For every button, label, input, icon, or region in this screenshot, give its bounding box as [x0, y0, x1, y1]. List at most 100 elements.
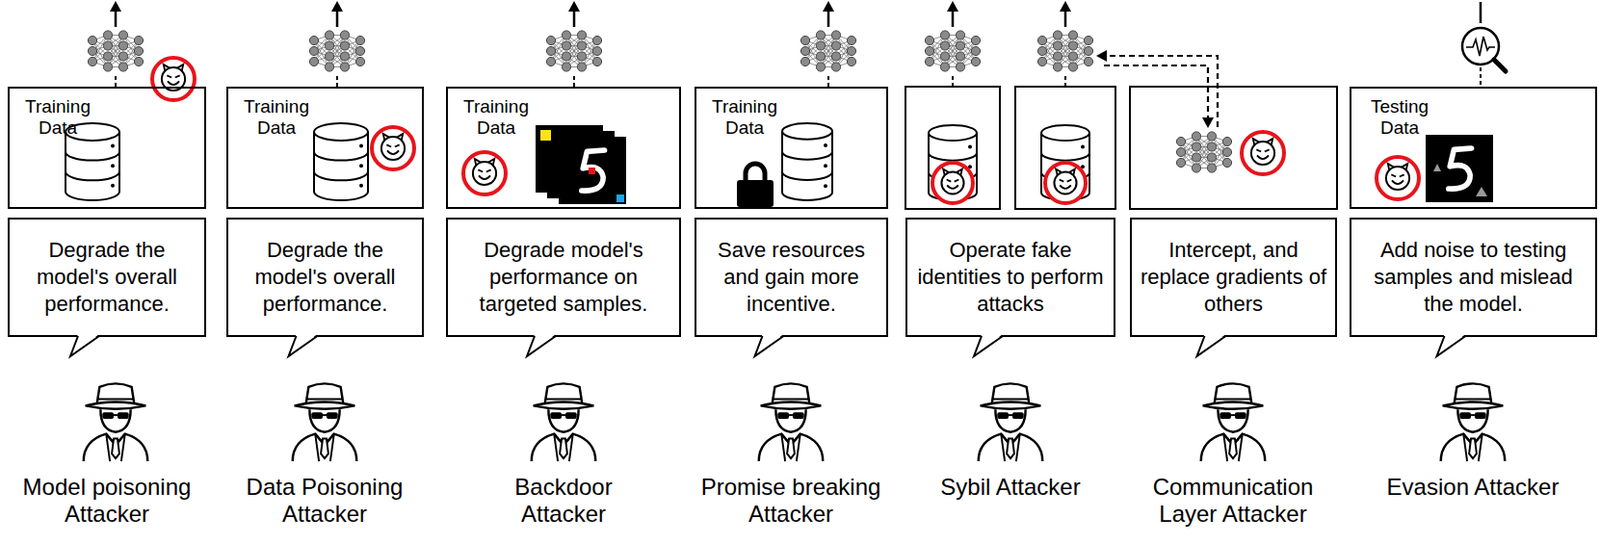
signal-line — [1466, 36, 1496, 56]
tail-fill — [1437, 334, 1467, 357]
neuron — [103, 30, 112, 40]
stroke — [1241, 131, 1285, 175]
stroke — [1391, 180, 1404, 184]
neuron — [1191, 142, 1201, 152]
stroke — [1196, 136, 1212, 169]
arrow-head — [109, 0, 122, 12]
output-arrow — [114, 9, 118, 27]
stroke — [1057, 35, 1074, 68]
stroke — [152, 57, 195, 101]
neuron — [1037, 46, 1047, 55]
trigger-pixel — [616, 194, 625, 203]
stroke — [1256, 149, 1269, 152]
hacker-icon — [83, 383, 148, 462]
neuron — [815, 30, 825, 40]
neuron — [1068, 41, 1077, 51]
neuron — [324, 41, 334, 51]
neuron — [355, 35, 365, 45]
trigger-pixel — [588, 167, 596, 175]
arrow-head — [1059, 0, 1072, 12]
bubble-text: Operate fake identities to perform attac… — [914, 236, 1107, 318]
stroke — [65, 171, 120, 181]
tail-outline — [755, 336, 785, 357]
stroke — [463, 152, 506, 195]
network-icon — [87, 30, 143, 72]
neuron — [577, 41, 586, 51]
neuron — [561, 41, 571, 51]
stroke — [381, 136, 405, 160]
stroke — [65, 152, 120, 161]
neuron — [846, 35, 856, 45]
speech-bubble: Degrade the model's overall performance. — [226, 217, 424, 338]
stroke — [1041, 153, 1090, 161]
stroke — [566, 35, 582, 68]
stroke — [1448, 148, 1472, 189]
attacker-label: Data Poisoning Attacker — [233, 473, 417, 528]
neuron — [1068, 30, 1077, 40]
digit-image — [558, 136, 627, 205]
bubble-text: Degrade the model's overall performance. — [235, 236, 416, 318]
neuron — [561, 30, 571, 40]
output-arrow — [1064, 9, 1068, 27]
speech-bubble: Add noise to testing samples and mislead… — [1349, 217, 1598, 338]
neuron — [1068, 52, 1077, 61]
neuron — [1176, 147, 1185, 157]
stroke — [928, 125, 977, 141]
hacker-icon — [292, 383, 357, 462]
bubble-text: Degrade model's performance on targeted … — [454, 236, 673, 318]
network-icon — [546, 30, 602, 72]
neuron — [118, 30, 128, 40]
stroke — [1425, 134, 1494, 203]
stroke — [782, 131, 833, 201]
neuron — [324, 62, 334, 72]
neuron — [592, 56, 602, 66]
devil-icon — [932, 162, 973, 204]
stroke — [314, 171, 368, 181]
speech-bubble: Degrade model's performance on targeted … — [445, 217, 682, 338]
devil-icon — [1241, 131, 1285, 175]
neuron — [1206, 131, 1216, 141]
bubble-text: Intercept, and replace gradients of othe… — [1138, 236, 1329, 318]
neuron — [815, 41, 825, 51]
tail-outline — [288, 336, 318, 357]
neuron — [1052, 52, 1062, 61]
network-icon — [309, 30, 365, 72]
box-label: Training Data — [453, 96, 539, 139]
bubble-tail — [905, 335, 1116, 361]
neuron — [1176, 157, 1185, 167]
stroke — [782, 123, 833, 140]
network-icon — [924, 30, 980, 72]
neuron — [133, 46, 143, 55]
stroke — [1053, 171, 1076, 194]
stroke — [1386, 166, 1410, 190]
arrow-head — [568, 0, 580, 12]
stroke — [736, 180, 774, 208]
neuron — [955, 52, 965, 61]
stroke — [823, 163, 828, 168]
database-icon — [782, 123, 833, 201]
bubble-text: Degrade the model's overall performance. — [16, 236, 198, 318]
tail-fill — [526, 334, 556, 357]
neuron — [970, 35, 980, 45]
bubble-text: Save resources and gain more incentive. — [703, 236, 880, 318]
arrow-head — [822, 0, 835, 12]
neuron — [592, 46, 602, 55]
stroke — [823, 183, 828, 188]
neuron — [309, 35, 318, 45]
bubble-tail — [226, 335, 424, 361]
neuron — [324, 52, 334, 61]
dashed-arrow — [1103, 65, 1208, 120]
link-line — [827, 76, 830, 87]
stroke — [314, 152, 368, 161]
stroke — [1257, 155, 1269, 159]
neuron — [87, 56, 97, 66]
link-line — [951, 76, 954, 87]
neuron — [924, 56, 934, 66]
stroke — [1390, 174, 1404, 177]
neuron — [87, 35, 97, 45]
link-line — [114, 76, 117, 87]
neuron — [103, 52, 112, 61]
neuron — [1068, 62, 1077, 72]
neuron — [970, 56, 980, 66]
stroke — [820, 35, 837, 68]
